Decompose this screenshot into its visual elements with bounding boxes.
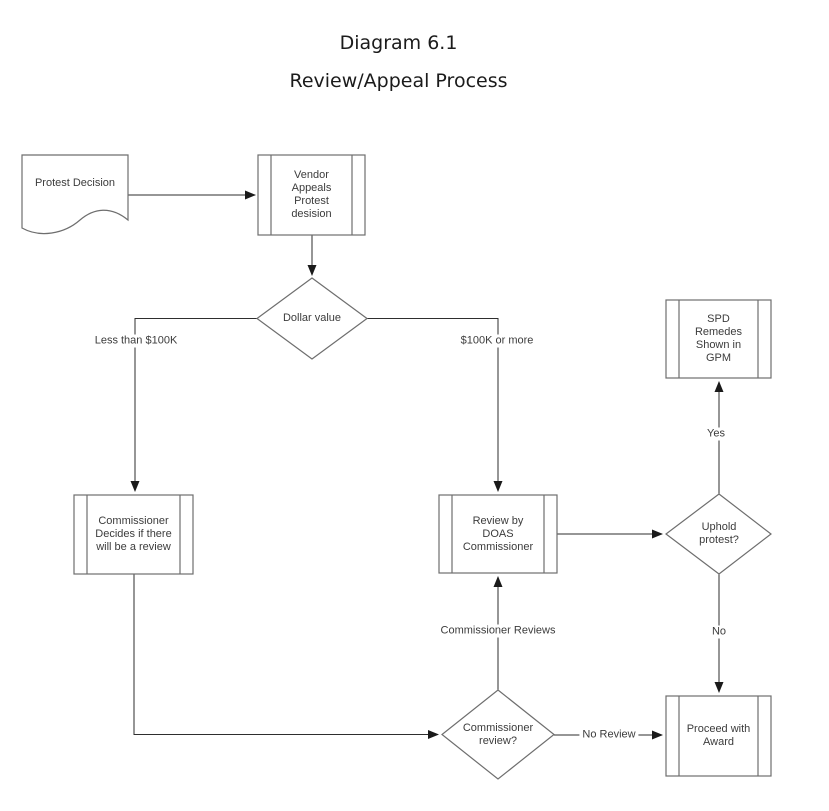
- decision-shape-uphold-protest: [665, 493, 772, 575]
- process-shape-vendor-appeals: [257, 154, 366, 236]
- edge-commissioner-decides-to-review-decision: [133, 574, 439, 739]
- process-shape-spd-remedes: [665, 299, 772, 379]
- process-shape-commissioner-decides: [73, 494, 194, 575]
- edge-dollarvalue-to-review: [367, 318, 503, 492]
- diagram-subtitle: Review/Appeal Process: [289, 70, 508, 92]
- document-shape-protest-decision: [21, 154, 129, 235]
- title-block: Diagram 6.1 Review/Appeal Process: [0, 24, 797, 100]
- decision-shape-dollar-value: [255, 277, 369, 360]
- diagram-title: Diagram 6.1: [339, 32, 458, 54]
- process-shape-proceed-award: [665, 695, 772, 777]
- decision-shape-commissioner-review: [441, 689, 555, 780]
- process-shape-review-by-doas: [438, 494, 558, 574]
- edge-dollarvalue-to-commissioner-decides: [130, 318, 257, 492]
